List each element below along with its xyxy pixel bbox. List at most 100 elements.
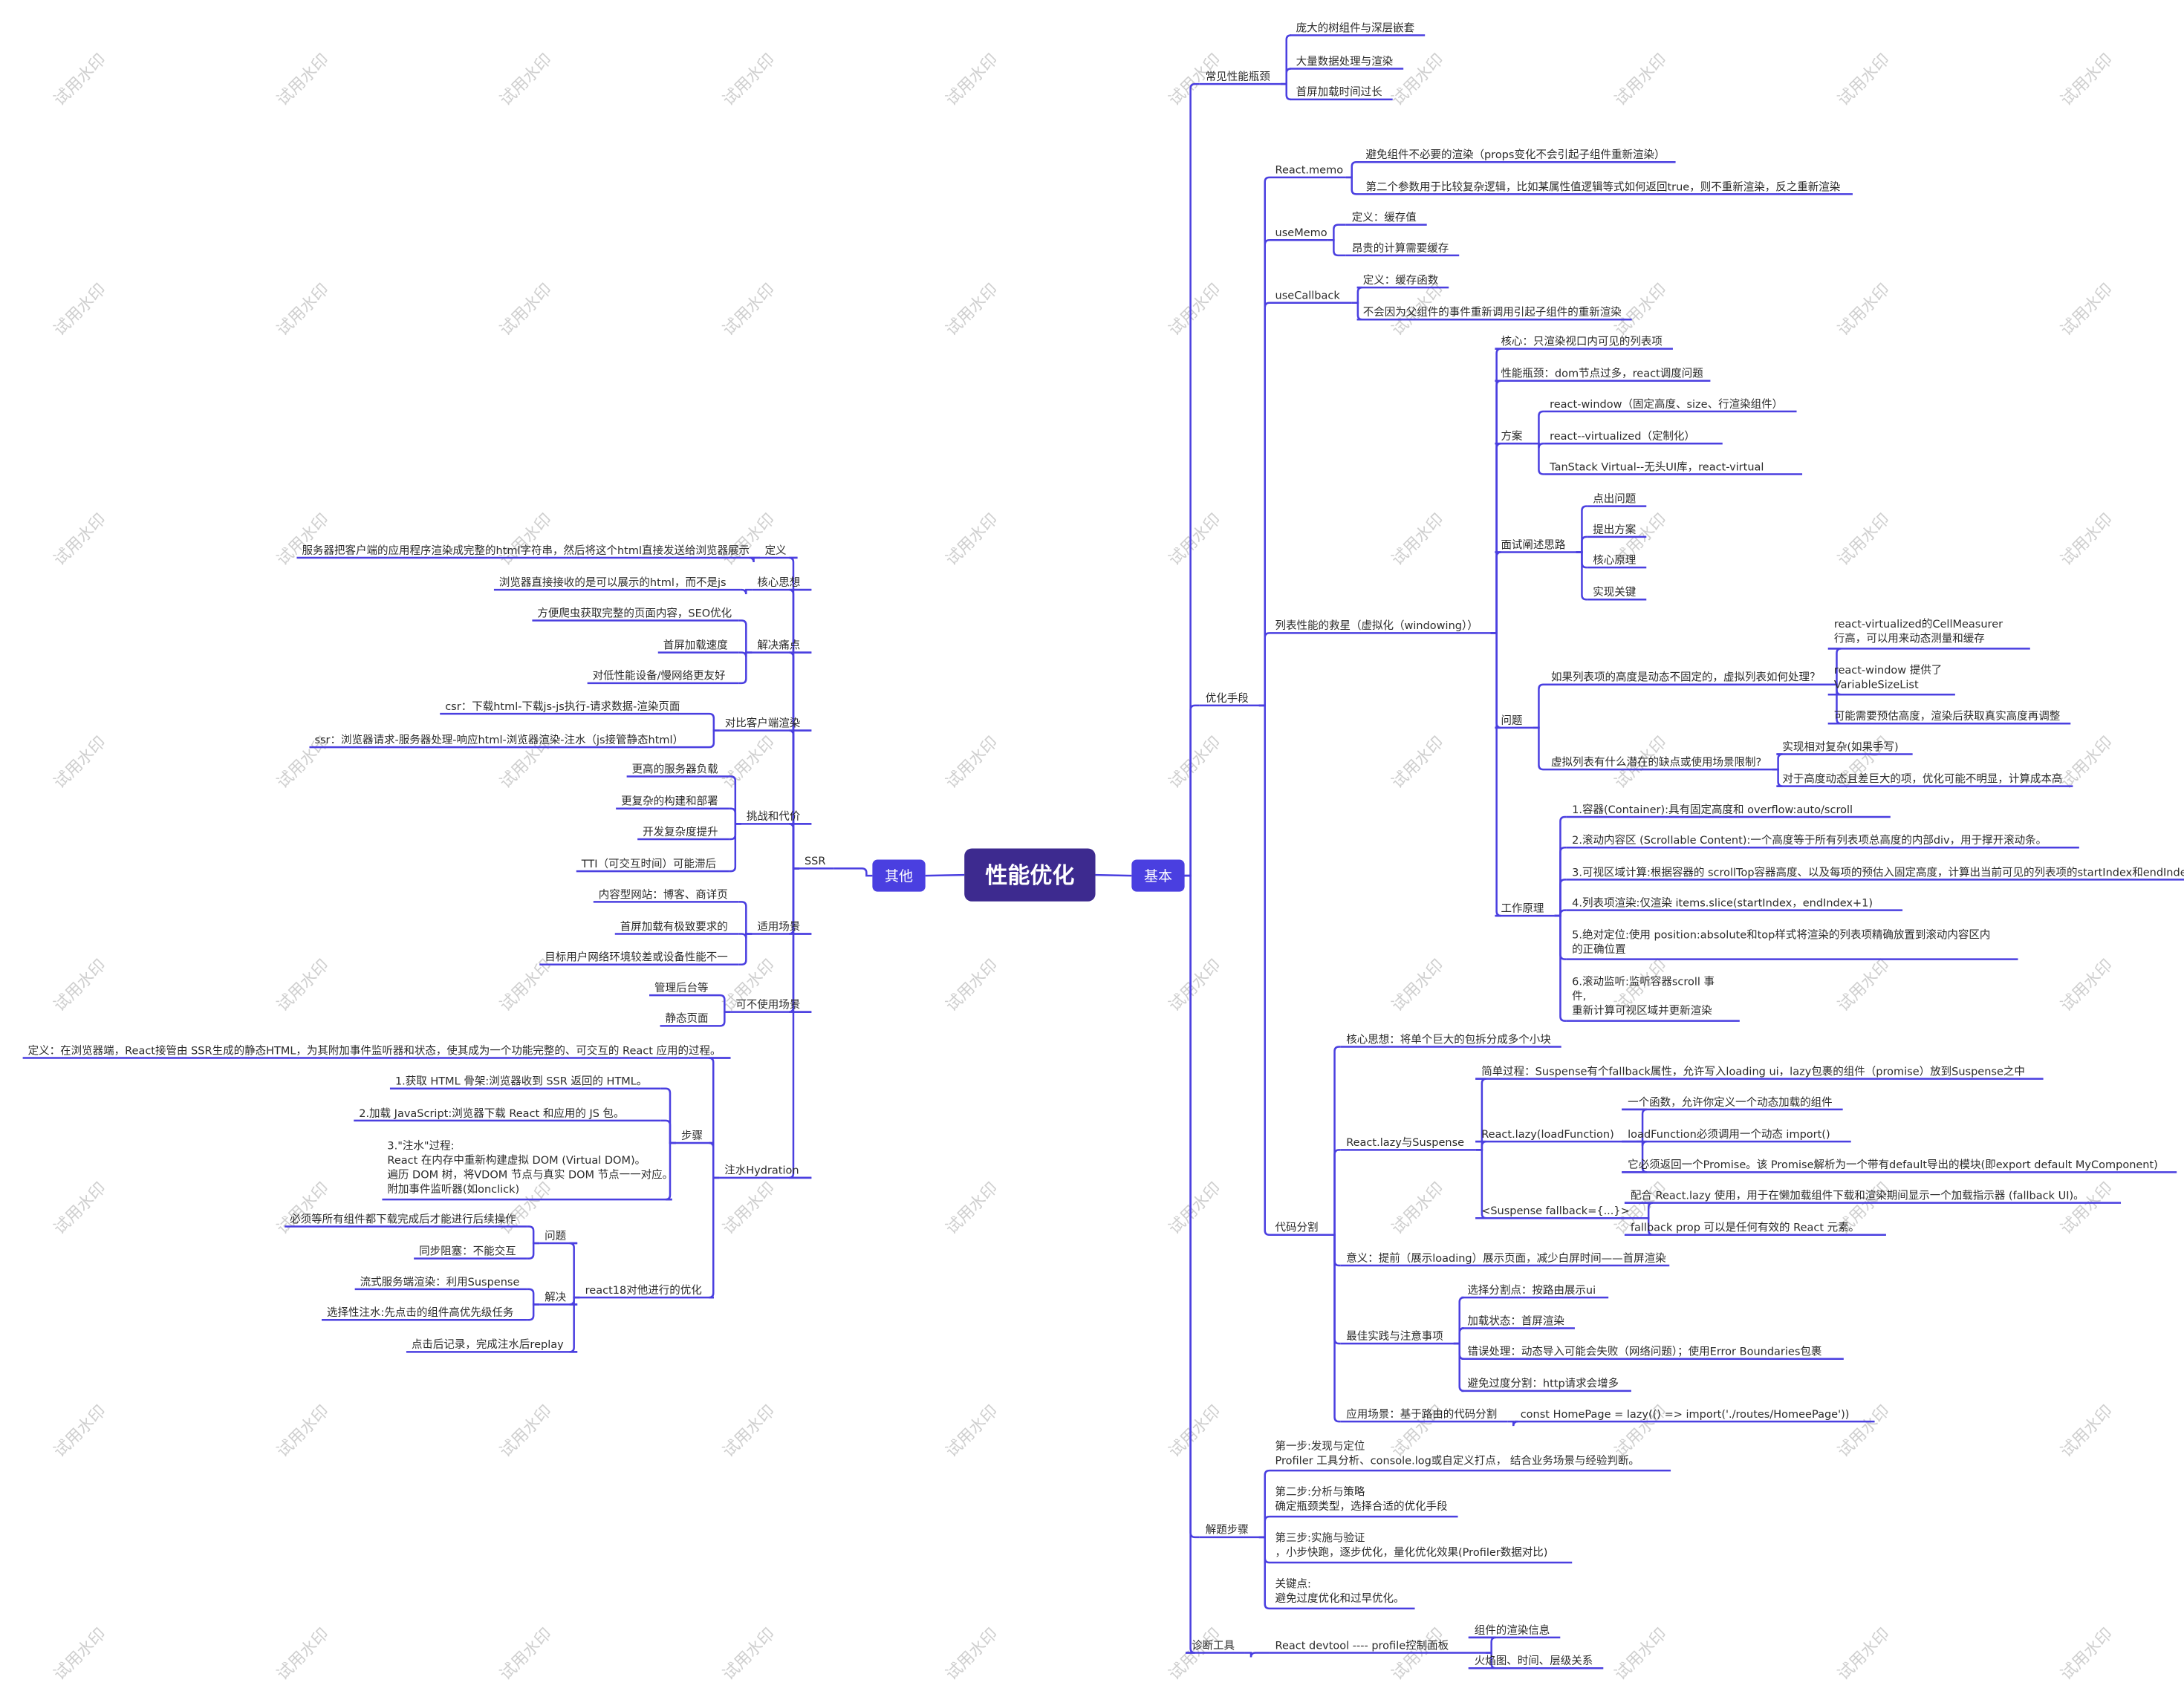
mind-node[interactable]: 开发复杂度提升 <box>637 825 729 841</box>
mind-node[interactable]: 同步阻塞：不能交互 <box>414 1245 527 1260</box>
mind-node[interactable]: TanStack Virtual--无头UI库，react-virtual <box>1544 460 1803 475</box>
mind-node[interactable]: fallback prop 可以是任何有效的 React 元素。 <box>1624 1222 1886 1237</box>
mind-node[interactable]: 列表性能的救星（虚拟化（windowing）） <box>1269 619 1491 634</box>
mind-node[interactable]: 5.绝对定位:使用 position:absolute和top样式将渲染的列表项… <box>1566 928 2018 960</box>
mind-node[interactable]: 浏览器直接接收的是可以展示的html，而不是js <box>493 576 741 591</box>
mind-node[interactable]: 意义：提前（展示loading）展示页面，减少白屏时间——首屏渲染 <box>1340 1251 1670 1267</box>
mind-node[interactable]: 选择分割点：按路由展示ui <box>1461 1284 1609 1299</box>
mind-node[interactable]: 定义 <box>759 544 798 559</box>
mind-node[interactable]: SSR <box>799 856 834 870</box>
mind-node[interactable]: 避免组件不必要的渲染（props变化不会引起子组件重新渲染） <box>1359 149 1676 163</box>
branch-basic[interactable]: 基本 <box>1131 859 1185 892</box>
mind-node[interactable]: 定义：缓存函数 <box>1356 274 1449 289</box>
mind-node[interactable]: 问题 <box>539 1230 578 1245</box>
mind-node[interactable]: 可能需要预估高度，渲染后获取真实高度再调整 <box>1827 709 2071 725</box>
mind-node[interactable]: 1.容器(Container):具有固定高度和 overflow:auto/sc… <box>1566 804 1891 818</box>
mind-node[interactable]: 对比客户端渲染 <box>719 717 812 732</box>
mind-node[interactable]: 2.滚动内容区 (Scrollable Content):一个高度等于所有列表项… <box>1566 833 2079 849</box>
mind-node[interactable]: useCallback <box>1269 290 1352 304</box>
mind-node[interactable]: 优化手段 <box>1199 692 1259 707</box>
mind-node[interactable]: 目标用户网络环境较差或设备性能不一 <box>539 951 739 966</box>
mind-node[interactable]: 核心思想 <box>752 576 812 591</box>
mind-node[interactable]: 首屏加载时间过长 <box>1290 86 1393 101</box>
mind-node[interactable]: 6.滚动监听:监听容器scroll 事件,重新计算可视区域并更新渲染 <box>1566 976 1740 1022</box>
mind-node[interactable]: 应用场景：基于路由的代码分割 <box>1340 1407 1508 1423</box>
mind-node[interactable]: React.lazy与Suspense <box>1340 1136 1476 1151</box>
mind-node[interactable]: 诊断工具 <box>1185 1639 1245 1654</box>
mind-node[interactable]: 如果列表项的高度是动态不固定的，虚拟列表如何处理？ <box>1544 671 1831 685</box>
mind-node[interactable]: react18对他进行的优化 <box>579 1284 715 1299</box>
mind-node[interactable]: 简单过程：Suspense有个fallback属性，允许写入loading ui… <box>1475 1066 2044 1080</box>
mind-node[interactable]: React.lazy(loadFunction) <box>1475 1129 1637 1143</box>
mind-node[interactable]: 它必须返回一个Promise。该 Promise解析为一个带有default导出… <box>1622 1158 2177 1173</box>
mind-node[interactable]: 必须等所有组件都下载完成后才能进行后续操作 <box>285 1212 527 1228</box>
mind-node[interactable]: 一个函数，允许你定义一个动态加载的组件 <box>1622 1096 1843 1111</box>
mind-node[interactable]: loadFunction必须调用一个动态 import() <box>1622 1128 1851 1143</box>
mind-node[interactable]: 解决 <box>539 1291 578 1306</box>
mind-node[interactable]: 面试阐述思路 <box>1495 538 1576 553</box>
mind-node[interactable]: 虚拟列表有什么潜在的缺点或使用场景限制? <box>1544 756 1772 771</box>
mind-node[interactable]: 提出方案 <box>1587 523 1647 538</box>
mind-node[interactable]: 解决痛点 <box>752 639 812 654</box>
mind-node[interactable]: 昂贵的计算需要缓存 <box>1345 242 1460 257</box>
branch-other[interactable]: 其他 <box>872 859 926 892</box>
mind-node[interactable]: csr：下载html-下载js-js执行-请求数据-渲染页面 <box>440 700 709 715</box>
mind-node[interactable]: const HomePage = lazy(() => import('./ro… <box>1514 1409 1875 1423</box>
mind-node[interactable]: 3.可视区域计算:根据容器的 scrollTop容器高度、以及每项的预估入固定高… <box>1566 866 2184 881</box>
mind-node[interactable]: 点出问题 <box>1587 492 1647 507</box>
mind-node[interactable]: 核心：只渲染视口内可见的列表项 <box>1495 335 1673 350</box>
mind-node[interactable]: 选择性注水:先点击的组件高优先级任务 <box>322 1306 527 1321</box>
mind-node[interactable]: 关键点:避免过度优化和过早优化。 <box>1269 1578 1415 1610</box>
mind-node[interactable]: ssr：浏览器请求-服务器处理-响应html-浏览器渲染-注水（js接管静态ht… <box>309 733 709 749</box>
mind-node[interactable]: <Suspense fallback={...}> <box>1475 1205 1643 1219</box>
mind-node[interactable]: 3."注水"过程:React 在内存中重新构建虚拟 DOM (Virtual D… <box>382 1140 673 1201</box>
mind-node[interactable]: 方便爬虫获取完整的页面内容，SEO优化 <box>532 607 739 622</box>
mind-node[interactable]: 定义：缓存值 <box>1345 212 1427 226</box>
mind-node[interactable]: React.memo <box>1269 165 1346 179</box>
mind-node[interactable]: 核心思想：将单个巨大的包拆分成多个小块 <box>1340 1033 1561 1048</box>
mind-node[interactable]: TTI（可交互时间）可能滞后 <box>576 857 729 873</box>
mind-node[interactable]: 代码分割 <box>1269 1222 1329 1237</box>
mind-node[interactable]: 性能瓶颈：dom节点过多，react调度问题 <box>1495 368 1711 382</box>
mind-node[interactable]: 解题步骤 <box>1199 1524 1259 1539</box>
mind-node[interactable]: 静态页面 <box>660 1012 720 1027</box>
mind-node[interactable]: 错误处理：动态导入可能会失败（网络问题）；使用Error Boundaries包… <box>1461 1346 1844 1360</box>
mind-node[interactable]: 挑战和代价 <box>741 810 812 825</box>
root-node[interactable]: 性能优化 <box>964 848 1096 902</box>
mind-node[interactable]: 更高的服务器负载 <box>626 763 729 778</box>
mind-node[interactable]: 第三步:实施与验证，小步快跑，逐步优化，量化优化效果(Profiler数据对比) <box>1269 1531 1573 1564</box>
mind-node[interactable]: useMemo <box>1269 227 1328 241</box>
mind-node[interactable]: 更复杂的构建和部署 <box>616 795 729 809</box>
mind-node[interactable]: 服务器把客户端的应用程序渲染成完整的html字符串，然后将这个html直接发送给… <box>296 544 760 559</box>
mind-node[interactable]: 首屏加载速度 <box>657 639 739 654</box>
mind-node[interactable]: 核心原理 <box>1587 554 1647 569</box>
mind-node[interactable]: 第二个参数用于比较复杂逻辑，比如某属性值逻辑等式如何返回true，则不重新渲染，… <box>1359 180 1853 195</box>
mind-node[interactable]: 常见性能瓶颈 <box>1199 71 1281 85</box>
mind-node[interactable]: 定义：在浏览器端，React接管由 SSR生成的静态HTML，为其附加事件监听器… <box>22 1043 731 1059</box>
mind-node[interactable]: 不会因为父组件的事件重新调用引起子组件的重新渲染 <box>1356 306 1632 321</box>
mind-node[interactable]: 1.获取 HTML 骨架:浏览器收到 SSR 返回的 HTML。 <box>389 1075 661 1090</box>
mind-node[interactable]: 避免过度分割：http请求会增多 <box>1461 1378 1631 1392</box>
mind-node[interactable]: react-window（固定高度、size、行渲染组件） <box>1544 398 1797 413</box>
mind-node[interactable]: 最佳实践与注意事项 <box>1340 1329 1454 1345</box>
mind-node[interactable]: 配合 React.lazy 使用，用于在懒加载组件下载和渲染期间显示一个加载指示… <box>1624 1189 2122 1204</box>
mind-node[interactable]: 注水Hydration <box>719 1164 812 1179</box>
mind-node[interactable]: 方案 <box>1495 429 1533 445</box>
mind-node[interactable]: 首屏加载有极致要求的 <box>614 920 739 935</box>
mind-node[interactable]: 对于高度动态且差巨大的项，优化可能不明显，计算成本高 <box>1776 773 2073 787</box>
mind-node[interactable]: 内容型网站：博客、商详页 <box>593 888 739 903</box>
mind-node[interactable]: react-virtualized的CellMeasurer行高，可以用来动态测… <box>1827 618 2030 650</box>
mind-node[interactable]: 大量数据处理与渲染 <box>1290 55 1404 70</box>
mind-node[interactable]: 庞大的树组件与深层嵌套 <box>1290 22 1426 36</box>
mind-node[interactable]: 实现相对复杂(如果手写) <box>1776 740 1913 755</box>
mind-node[interactable]: 实现关键 <box>1587 586 1647 601</box>
mind-node[interactable]: 2.加载 JavaScript:浏览器下载 React 和应用的 JS 包。 <box>354 1107 661 1122</box>
mind-node[interactable]: 点击后记录，完成注水后replay <box>406 1338 578 1353</box>
mind-node[interactable]: 适用场景 <box>752 920 812 935</box>
mind-node[interactable]: 流式服务端渲染：利用Suspense <box>354 1276 527 1291</box>
mind-node[interactable]: react--virtualized（定制化） <box>1544 430 1723 445</box>
mind-node[interactable]: 管理后台等 <box>649 981 720 997</box>
